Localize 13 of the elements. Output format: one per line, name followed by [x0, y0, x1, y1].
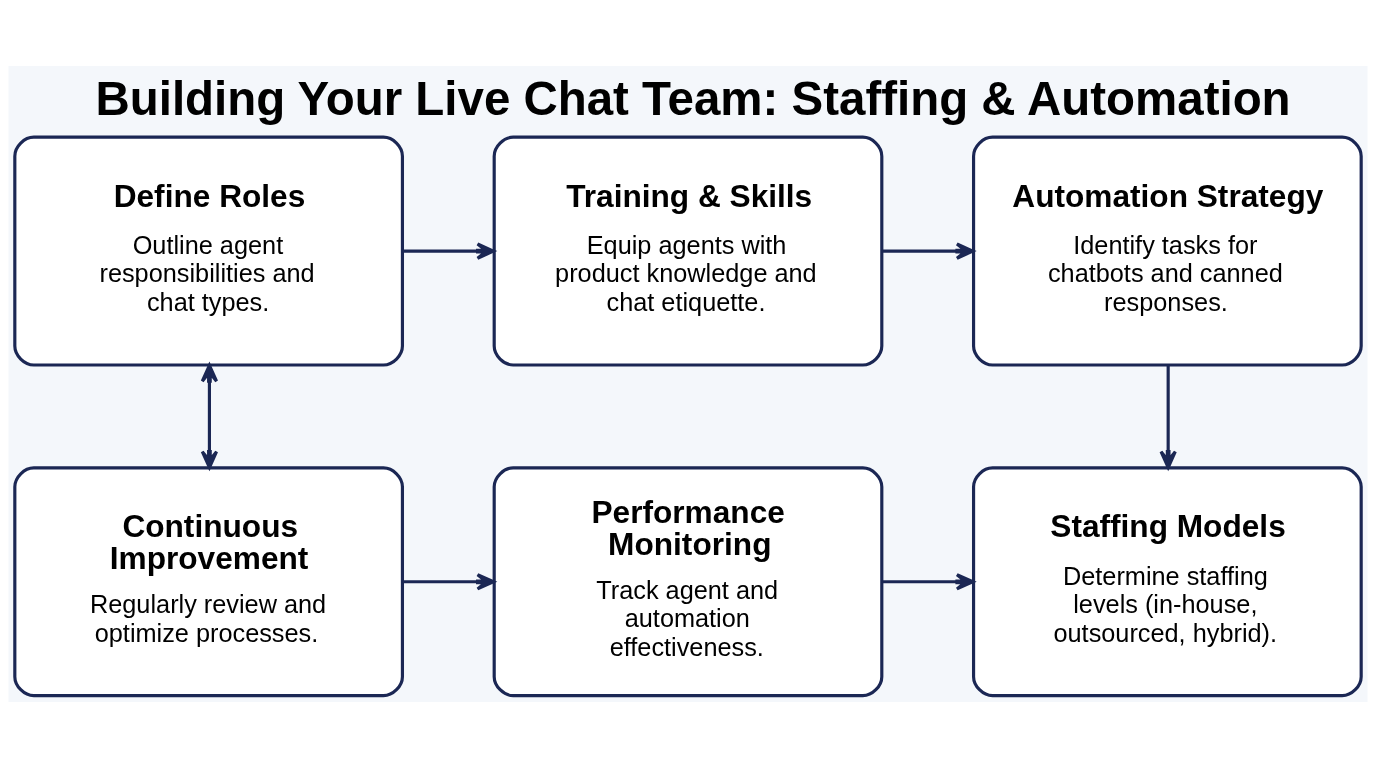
arrow [882, 242, 975, 260]
arrow [882, 573, 975, 591]
arrow [402, 242, 495, 260]
node-box: Define Roles Outline agent responsibilities and chat types. [13, 135, 404, 367]
arrow [402, 573, 495, 591]
arrow [200, 363, 219, 470]
node-box: Performance Monitoring Track agent and automation effectiveness. [492, 466, 884, 698]
node-box: Staffing Models Determine staffing levels (in-house, outsourced, hybrid). [972, 466, 1363, 698]
diagram-title: Building Your Live Chat Team: Staffing & Automation [95, 72, 1291, 126]
node-box: Continuous Improvement Regularly review and optimize processes. [13, 466, 404, 698]
node-box: Automation Strategy Identify tasks for chatbots and canned responses. [972, 135, 1363, 367]
arrow [1159, 365, 1177, 470]
node-box: Training & Skills Equip agents with product knowledge and chat etiquette. [492, 135, 884, 367]
